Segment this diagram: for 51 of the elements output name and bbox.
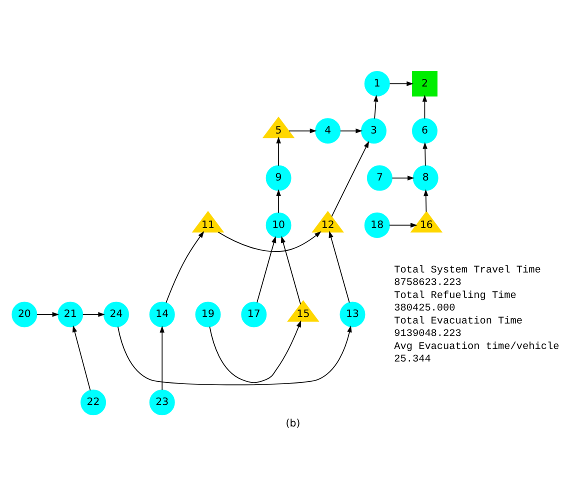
arrow — [340, 128, 363, 134]
arrow — [280, 236, 301, 305]
arrow — [389, 81, 414, 86]
caption: (b) — [286, 418, 300, 430]
arrow — [117, 325, 352, 386]
arrow — [36, 312, 60, 317]
node-circle: 18 — [364, 212, 390, 238]
node-circle: 24 — [103, 302, 129, 328]
arrow — [209, 320, 302, 384]
label: 9139048.223 — [394, 329, 462, 340]
node-circle: 23 — [149, 390, 175, 416]
label: Avg Evacuation time/vehicle — [394, 342, 560, 353]
arrow — [256, 236, 276, 303]
arrow — [276, 136, 281, 166]
arrow — [160, 326, 164, 390]
arrow — [328, 230, 350, 303]
node-box: 2 — [412, 70, 438, 96]
arrow — [422, 94, 428, 119]
arrow — [72, 325, 91, 391]
node-circle: 21 — [58, 302, 84, 328]
arrow — [166, 231, 204, 304]
arrow — [392, 176, 414, 180]
arrow — [424, 189, 428, 212]
arrow — [218, 231, 322, 252]
node-circle: 8 — [412, 165, 438, 191]
node-circle: 14 — [149, 302, 175, 328]
node-circle: 4 — [315, 118, 341, 144]
node-circle: 22 — [80, 390, 106, 416]
arrow — [276, 189, 281, 214]
arrow — [389, 222, 418, 228]
label: 380425.000 — [394, 304, 456, 315]
node-circle: 3 — [361, 118, 386, 144]
node-circle: 13 — [340, 302, 366, 328]
node-circle: 6 — [412, 118, 438, 144]
arrow — [331, 141, 370, 217]
node-circle: 7 — [366, 165, 392, 191]
arrow — [373, 94, 378, 119]
arrow — [422, 142, 428, 166]
node-circle: 1 — [364, 70, 390, 96]
label: Total Refueling Time — [394, 290, 516, 302]
node-circle: 9 — [266, 165, 292, 191]
label: 8758623.223 — [394, 278, 462, 290]
node-circle: 10 — [266, 212, 292, 238]
label: Total Evacuation Time — [394, 316, 523, 328]
label: 25.344 — [394, 354, 431, 366]
node-circle: 17 — [241, 302, 267, 328]
node-circle: 19 — [195, 302, 221, 328]
arrow — [82, 312, 105, 317]
node-circle: 20 — [12, 302, 38, 328]
label: Total System Travel Time — [394, 265, 541, 276]
arrow — [288, 128, 317, 134]
